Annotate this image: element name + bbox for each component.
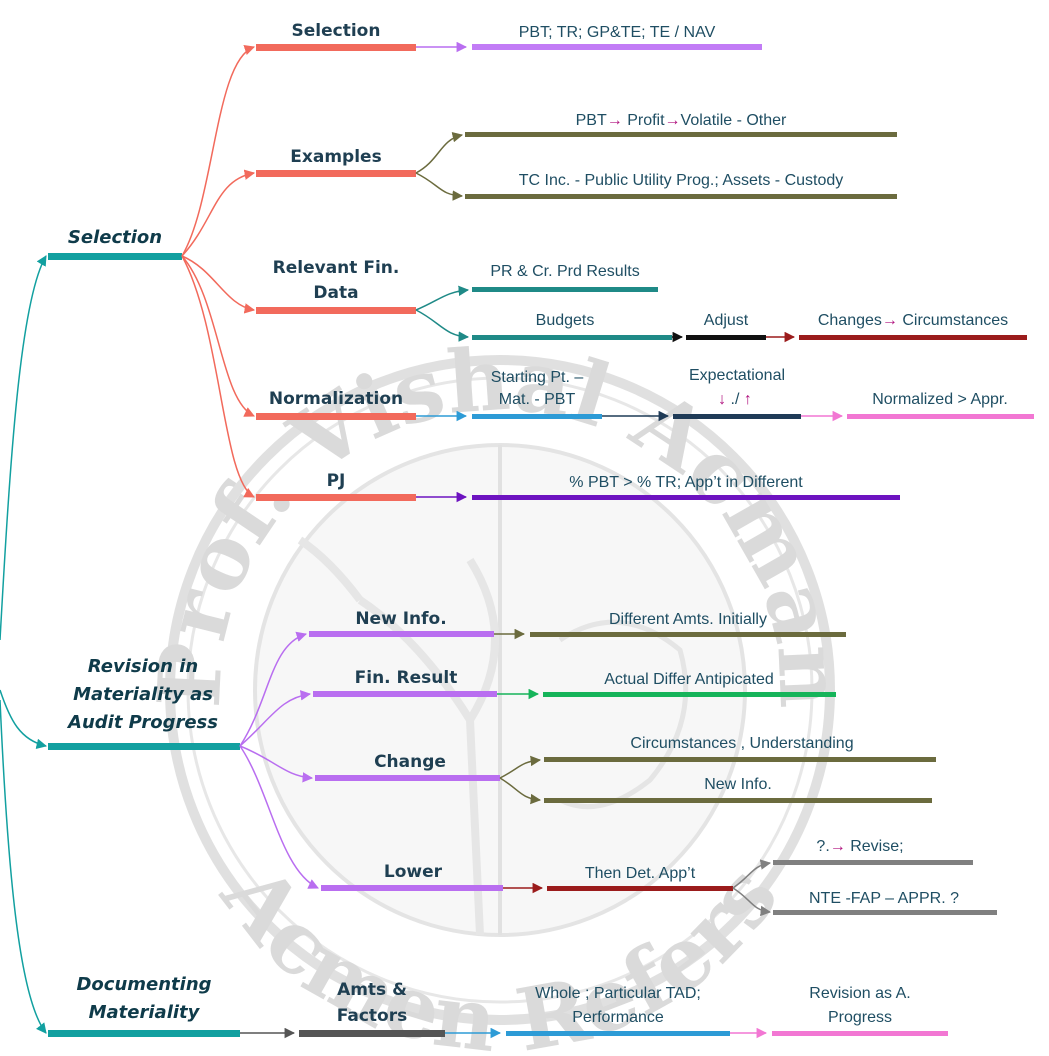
revision-main-label-1: Revision in bbox=[88, 656, 198, 677]
examples-connectors bbox=[415, 131, 464, 201]
then-det-text: Then Det. App’t bbox=[585, 865, 696, 882]
changes-bar bbox=[799, 335, 1027, 340]
relevant-label-2: Data bbox=[313, 283, 358, 303]
examples-label: Examples bbox=[290, 147, 381, 167]
relevant-connectors bbox=[415, 285, 470, 342]
new-info-leaf-bar bbox=[530, 632, 846, 637]
budgets-text: Budgets bbox=[536, 312, 595, 329]
new-info-label: New Info. bbox=[355, 609, 446, 629]
change-leaf2-bar bbox=[544, 798, 932, 803]
pj-label: PJ bbox=[327, 471, 346, 491]
adjust-text: Adjust bbox=[704, 312, 749, 329]
normalization-bar bbox=[256, 413, 416, 420]
documenting-main-label-1: Documenting bbox=[76, 974, 211, 995]
expectational-bar bbox=[673, 414, 801, 419]
fin-result-leaf-bar bbox=[543, 692, 836, 697]
new-info-bar bbox=[309, 631, 494, 637]
revise-bar bbox=[773, 860, 973, 865]
sel-selection-label: Selection bbox=[292, 21, 381, 41]
changes-text: Changes→ Circumstances bbox=[818, 312, 1008, 329]
normalized-text: Normalized > Appr. bbox=[872, 391, 1008, 408]
amts-bar bbox=[299, 1030, 445, 1037]
selection-main-label: Selection bbox=[68, 227, 162, 248]
examples-leaf1-text: PBT→ Profit→Volatile - Other bbox=[576, 112, 787, 129]
revision-main-label-2: Materiality as bbox=[73, 684, 213, 705]
examples-leaf2-text: TC Inc. - Public Utility Prog.; Assets -… bbox=[519, 172, 844, 189]
nte-bar bbox=[773, 910, 997, 915]
relevant-leaf1-text: PR & Cr. Prd Results bbox=[490, 263, 639, 280]
relevant-leaf1-bar bbox=[472, 287, 658, 292]
nte-text: NTE -FAP – APPR. ? bbox=[809, 890, 959, 907]
change-connectors bbox=[499, 755, 542, 805]
then-det-bar bbox=[547, 886, 733, 891]
then-det-connectors bbox=[732, 859, 772, 917]
selection-connectors bbox=[181, 45, 256, 498]
starting-text-1: Starting Pt. – bbox=[491, 369, 584, 386]
fin-result-bar bbox=[313, 691, 497, 697]
starting-text-2: Mat. - PBT bbox=[499, 391, 576, 408]
examples-leaf2-bar bbox=[465, 194, 897, 199]
fin-result-label: Fin. Result bbox=[355, 668, 458, 688]
amts-label-2: Factors bbox=[337, 1006, 407, 1026]
change-bar bbox=[315, 775, 500, 781]
revision-connectors bbox=[239, 631, 319, 889]
selection-main-bar bbox=[48, 253, 182, 260]
starting-bar bbox=[472, 414, 602, 419]
revision-main-bar bbox=[48, 743, 240, 750]
revision-as-bar bbox=[772, 1031, 948, 1036]
sel-selection-bar bbox=[256, 44, 416, 51]
new-info-leaf-text: Different Amts. Initially bbox=[609, 611, 767, 628]
examples-bar bbox=[256, 170, 416, 177]
sel-selection-leaf-text: PBT; TR; GP&TE; TE / NAV bbox=[519, 24, 716, 41]
change-leaf2-text: New Info. bbox=[704, 776, 772, 793]
revision-main-label-3: Audit Progress bbox=[66, 712, 218, 733]
fin-result-leaf-text: Actual Differ Antipicated bbox=[604, 671, 774, 688]
change-leaf1-bar bbox=[544, 757, 936, 762]
relevant-bar bbox=[256, 307, 416, 314]
examples-leaf1-bar bbox=[465, 132, 897, 137]
change-label: Change bbox=[374, 752, 446, 772]
revise-text: ?.→ Revise; bbox=[816, 838, 903, 855]
change-leaf1-text: Circumstances , Understanding bbox=[630, 735, 853, 752]
documenting-main-label-2: Materiality bbox=[89, 1002, 201, 1023]
adjust-bar bbox=[686, 335, 766, 340]
expectational-arrows: ↓ ./ ↑ bbox=[718, 391, 752, 408]
root-connectors bbox=[0, 255, 48, 1034]
lower-bar bbox=[321, 885, 503, 891]
revision-as-text-2: Progress bbox=[828, 1009, 892, 1026]
relevant-label-1: Relevant Fin. bbox=[273, 258, 400, 278]
normalization-label: Normalization bbox=[269, 389, 403, 409]
whole-text-2: Performance bbox=[572, 1009, 664, 1026]
whole-text-1: Whole ; Particular TAD; bbox=[535, 985, 701, 1002]
revision-as-text-1: Revision as A. bbox=[809, 985, 910, 1002]
lower-label: Lower bbox=[384, 862, 443, 882]
documenting-main-bar bbox=[48, 1030, 240, 1037]
sel-selection-leaf-bar bbox=[472, 44, 762, 50]
whole-bar bbox=[506, 1031, 730, 1036]
normalized-bar bbox=[847, 414, 1034, 419]
budgets-bar bbox=[472, 335, 672, 340]
pj-leaf-text: % PBT > % TR; App’t in Different bbox=[569, 474, 803, 491]
expectational-text: Expectational bbox=[689, 367, 785, 384]
pj-leaf-bar bbox=[472, 495, 900, 500]
amts-label-1: Amts & bbox=[337, 980, 407, 1000]
pj-bar bbox=[256, 494, 416, 501]
